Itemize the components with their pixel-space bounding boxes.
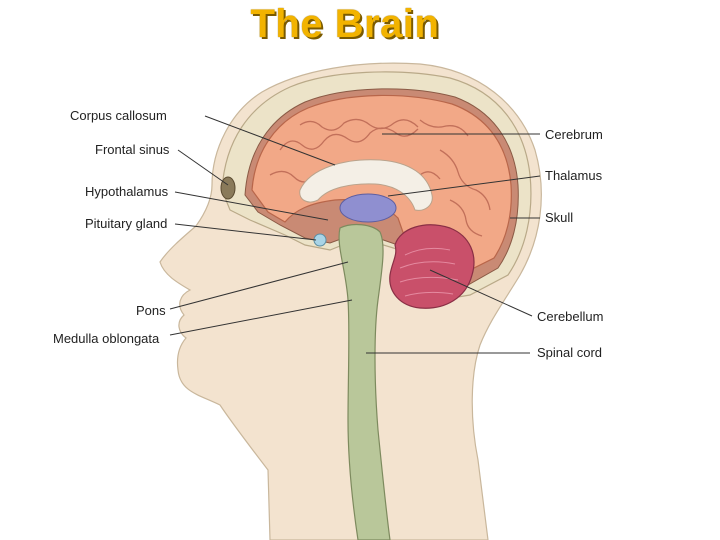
cerebrum-gyri bbox=[269, 118, 491, 237]
label-hypothalamus: Hypothalamus bbox=[85, 184, 169, 199]
leader-pons bbox=[169, 261, 349, 310]
slide-title: The Brain bbox=[250, 2, 440, 46]
leader-thalamus bbox=[387, 175, 541, 197]
leader-pituitary bbox=[174, 223, 317, 241]
leader-cerebellum bbox=[429, 269, 533, 317]
label-corpus-callosum: Corpus callosum bbox=[70, 108, 167, 123]
frontal-sinus bbox=[220, 176, 236, 200]
label-pons: Pons bbox=[136, 303, 166, 318]
label-spinal-cord: Spinal cord bbox=[537, 345, 602, 360]
label-frontal-sinus: Frontal sinus bbox=[95, 142, 170, 157]
thalamus bbox=[339, 193, 397, 223]
leader-medulla bbox=[169, 299, 353, 336]
label-skull: Skull bbox=[545, 210, 573, 225]
label-cerebrum: Cerebrum bbox=[545, 127, 603, 142]
corpus-callosum bbox=[299, 159, 433, 211]
leader-corpus-callosum bbox=[204, 115, 336, 166]
label-thalamus: Thalamus bbox=[545, 168, 603, 183]
leader-hypothalamus bbox=[174, 191, 329, 221]
label-cerebellum: Cerebellum bbox=[537, 309, 603, 324]
leader-lines bbox=[169, 115, 541, 354]
brainstem-spinal-cord bbox=[338, 223, 391, 540]
label-medulla-oblongata: Medulla oblongata bbox=[53, 331, 160, 346]
leader-frontal-sinus bbox=[177, 149, 229, 186]
cerebellum-folia bbox=[399, 247, 459, 297]
label-pituitary-gland: Pituitary gland bbox=[85, 216, 167, 231]
cerebellum bbox=[389, 224, 475, 309]
